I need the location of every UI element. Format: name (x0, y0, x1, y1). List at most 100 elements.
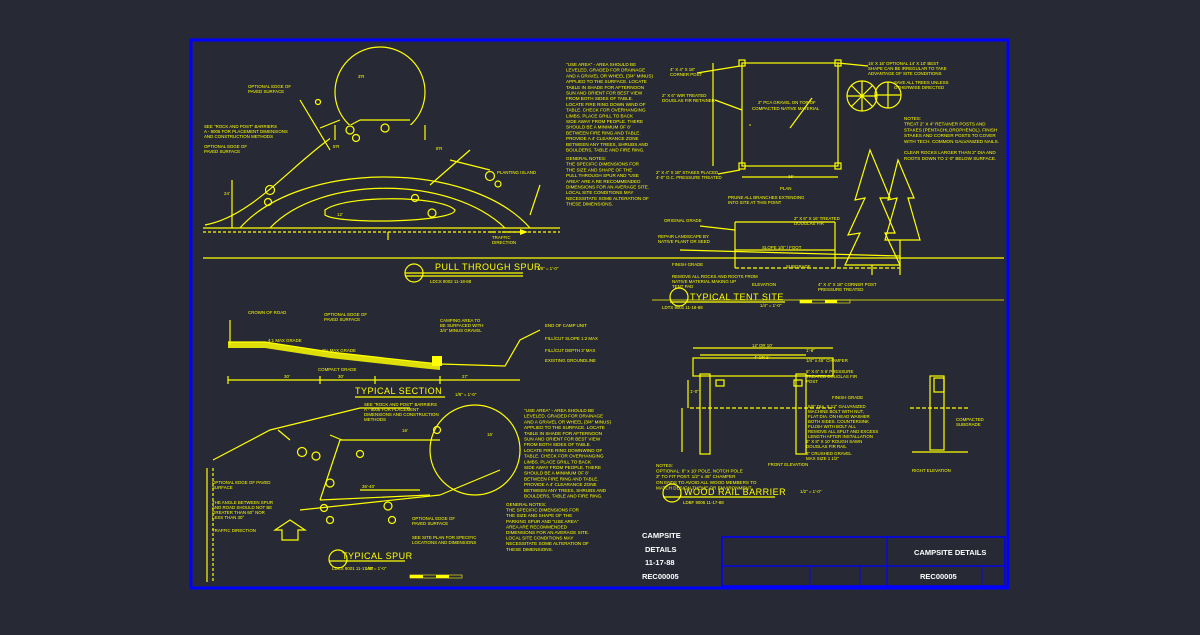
tent-label: CORNER POST (670, 72, 703, 77)
typical-spur-ref: LDCS 9001 11-17-88 (332, 566, 374, 571)
pull-use-area-line: "USE AREA" - AREA SHOULD BE (566, 62, 636, 67)
pull-through-spur-drawing (203, 47, 560, 282)
rail-label: 1'-0" (690, 389, 699, 394)
pull-use-area-line: APPLIED TO THE SURFACE. LOCATE (566, 79, 647, 84)
tent-label: 2" PCA GRAVEL ON TOP OF (758, 100, 816, 105)
tent-label: ADVANTAGE OF SITE CONDITIONS (868, 71, 942, 76)
tent-plan-drawing (697, 60, 901, 177)
title-block-name: CAMPSITE DETAILS (914, 548, 986, 557)
section-label: EXISTING GROUNDLINE (545, 358, 596, 363)
pull-through-ref: LDCS 9002 11-18-88 (430, 279, 472, 284)
pull-general-line: THE SIZE AND SHAPE OF THE (566, 167, 632, 172)
tent-plan-title: PLAN (780, 186, 791, 191)
section-label: PAVED SURFACE (324, 317, 360, 322)
pull-use-area-line: TABLE IN SHADE FOR AFTERNOON (566, 85, 644, 90)
tent-elevation-title: ELEVATION (752, 282, 776, 287)
section-label: 2% MAX GRADE (322, 348, 356, 353)
typical-spur-title: TYPICAL SPUR (342, 551, 413, 561)
spur-label: TRAFFIC DIRECTION (212, 528, 256, 533)
pull-use-area-line: TABLE. CHECK FOR OVERHANGING (566, 108, 646, 113)
front-elevation-title: FRONT ELEVATION (768, 462, 808, 467)
rail-label: SUBGRADE (956, 422, 981, 427)
spur-use-area-line: TABLE. CHECK FOR OVERHANGING (524, 454, 604, 459)
svg-text:PLANTING ISLAND: PLANTING ISLAND (497, 170, 536, 175)
spur-label: 16' (487, 432, 493, 437)
tent-detail-bubble (670, 288, 688, 306)
pull-use-area-line: BETWEEN FIRE RING AND TABLE. (566, 130, 641, 135)
spur-use-area-line: LIMBS. PLACE GRILL TO BACK (524, 459, 592, 464)
pull-through-title: PULL THROUGH SPUR (435, 262, 541, 272)
right-elevation-title: RIGHT ELEVATION (912, 468, 951, 473)
spur-use-area-line: LEVELED, GRADED FOR DRAINAGE (524, 414, 603, 419)
section-label: 27' (462, 374, 468, 379)
tent-note-line: CLEAR ROCKS LARGER THAN 2" DIA AND (904, 150, 996, 155)
spur-use-area-line: "USE AREA" - AREA SHOULD BE (524, 408, 594, 413)
rail-label: 12' OR 10' (752, 343, 773, 348)
tent-label: OTHERWISE DIRECTED (894, 85, 944, 90)
rail-note-line: MATCH DESIGN THEME OR ENVIRONMENT. (656, 485, 752, 490)
tent-label: DOUGLAS FIR RETAINER (662, 98, 715, 103)
pull-use-area-line: SHOULD BE A MINIMUM OF 8' (566, 125, 631, 130)
spur-scale-bar (410, 575, 462, 578)
tent-label: DOUGLAS FIR (794, 221, 824, 226)
spur-use-area-line: BETWEEN FIRE RING AND TABLE. (524, 476, 599, 481)
spur-use-area-line: SIDE AWAY FROM PEOPLE. THERE (524, 465, 601, 470)
tent-note-line: WITH TECH. COMMON GALVANIZED NAILS. (904, 139, 999, 144)
tent-label: INTO SITE AT THIS POINT (728, 200, 782, 205)
rail-label: MAX SIZE 1 1/2" (806, 456, 839, 461)
pull-use-area-circle (335, 47, 425, 137)
wood-rail-scale: 1/2" = 1'-0" (800, 489, 822, 494)
tent-label: 4'-0" O.C. PRESSURE TREATED (656, 175, 722, 180)
tent-note-line: NOTES: (904, 116, 921, 121)
typical-tent-ref: LDTS 9001 11-18-88 (662, 305, 703, 310)
section-label: 4:1 MAX GRADE (268, 338, 302, 343)
pull-general-line: AREA" ARE A RE RECOMMENDED (566, 179, 641, 184)
section-label: FILL/CUT DEPTH 3' MAX (545, 348, 595, 353)
tent-label: SUBGRADE (786, 264, 811, 269)
section-label: CROWN OF ROAD (248, 310, 286, 315)
spur-use-area-line: PROVIDE A 4' CLEARANCE ZONE (524, 482, 597, 487)
tent-notes: NOTES:TREAT 2" X 4" RETAINER POSTS ANDST… (904, 116, 999, 161)
pull-use-area-line: LIMBS. PLACE GRILL TO BACK (566, 113, 634, 118)
spur-general-line: LOCAL SITE CONDITIONS MAY (506, 536, 573, 541)
svg-text:11-17-88: 11-17-88 (645, 558, 675, 567)
svg-text:24': 24' (224, 191, 230, 196)
pull-general-line: LOCAL SITE CONDITIONS MAY (566, 190, 633, 195)
rail-label: DOUGLAS FIR RAIL (806, 444, 847, 449)
tent-label: PRESSURE TREATED (818, 287, 863, 292)
pull-general-line: THESE DIMENSIONS. (566, 202, 613, 207)
section-label: END OF CAMP UNIT (545, 323, 587, 328)
svg-text:3'R: 3'R (358, 74, 364, 79)
traffic-arrow (275, 520, 305, 540)
pull-general-line: GENERAL NOTES: (566, 156, 606, 161)
pull-use-area-line: SUN AND ORIENT FOR BEST VIEW (566, 91, 643, 96)
tent-note-line: STAKES AND CORNER POSTS TO COVER (904, 133, 996, 138)
pull-general-notes: GENERAL NOTES:THE SPECIFIC DIMENSIONS FO… (566, 156, 649, 207)
spur-use-area-line: BOULDERS, TABLE AND FIRE RING. (524, 494, 602, 499)
section-label: 30' (284, 374, 290, 379)
spur-use-area-line: SUN AND ORIENT FOR BEST VIEW (524, 437, 601, 442)
typical-section-drawing (228, 320, 540, 384)
tent-label: FINISH GRADE (672, 262, 703, 267)
spur-general-line: AREA ARE RECOMMENDED (506, 524, 568, 529)
spur-general-line: THE SIZE AND SHAPE OF THE (506, 513, 572, 518)
pull-use-area-line: LEVELED, GRADED FOR DRAINAGE (566, 68, 645, 73)
rail-note-line: OPTIONAL: 8" x 10' POLE. NOTCH POLE (656, 469, 743, 474)
pull-use-area-line: PROVIDE A 4' CLEARANCE ZONE (566, 136, 639, 141)
spur-use-area-circle (430, 405, 520, 495)
spur-general-line: GENERAL NOTES: (506, 502, 546, 507)
rail-label: POST (806, 379, 818, 384)
spur-use-area-line: LOCATE FIRE RING DOWNWIND OF (524, 448, 602, 453)
campsite-stamp: CAMPSITE DETAILS 11-17-88 REC00005 (642, 531, 681, 581)
rail-label: 1/4" x 45° CHAMFER (806, 358, 848, 363)
tent-label: NATIVE PLANT OR SEED (658, 239, 710, 244)
spur-general-line: THE SPECIFIC DIMENSIONS FOR (506, 508, 580, 513)
tent-note-line: ROOTS DOWN TO 1'-0" BELOW SURFACE. (904, 156, 996, 161)
spur-use-area-line: AND A GRAVEL OR WHEEL (3/4" MINUS) (524, 419, 611, 424)
tent-label: SLOPE 1/8" / FOOT (762, 245, 802, 250)
tent-label: TENT PAD (672, 284, 693, 289)
rail-note-line: NOTES: (656, 463, 673, 468)
